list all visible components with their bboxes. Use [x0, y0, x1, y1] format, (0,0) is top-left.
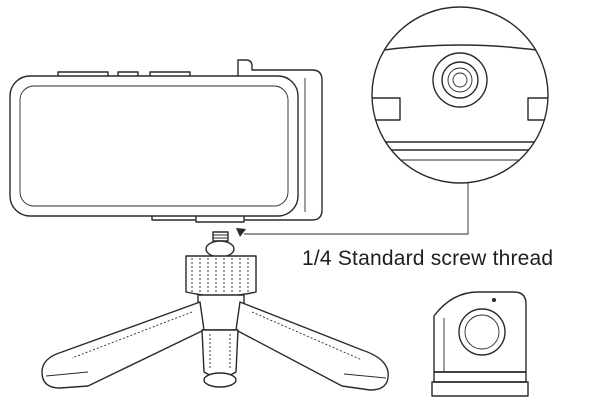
clip-detail — [431, 291, 529, 397]
phone-body — [9, 71, 299, 217]
zoom-detail-circle — [371, 6, 549, 184]
callout-leader — [236, 172, 469, 237]
tripod — [41, 231, 389, 391]
screw-thread-label: 1/4 Standard screw thread — [302, 247, 554, 270]
